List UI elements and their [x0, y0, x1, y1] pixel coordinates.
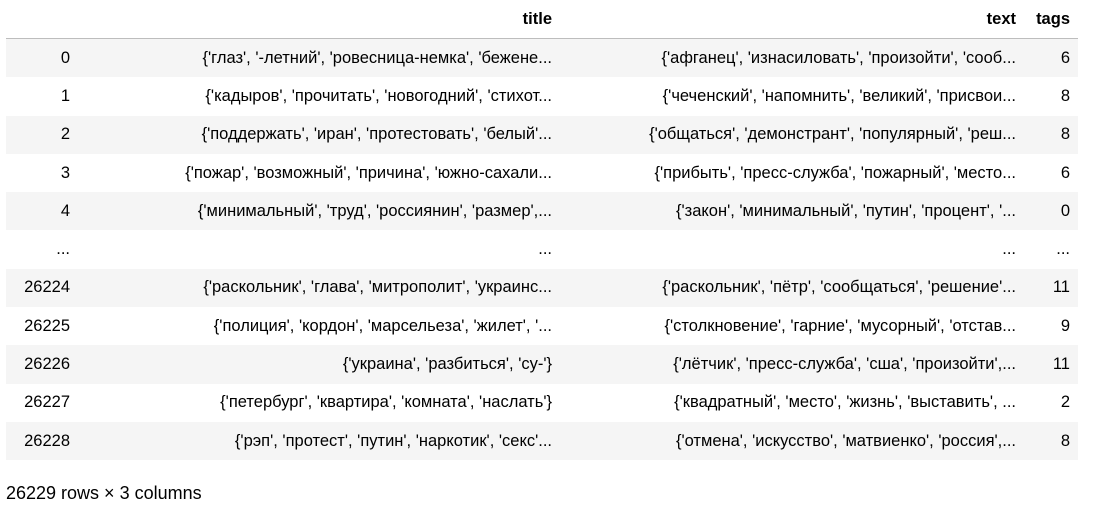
table-row: 4 {'минимальный', 'труд', 'россиянин', 'р… [6, 192, 1078, 231]
table-row: 26228 {'рэп', 'протест', 'путин', 'наркот… [6, 421, 1078, 461]
cell-text: {'общаться', 'демонстрант', 'популярный'… [649, 125, 1016, 144]
header-tags: tags [1024, 0, 1078, 39]
cell-tags: 8 [1060, 431, 1070, 450]
cell-text: ... [1002, 240, 1016, 259]
cell-title: {'глаз', '-летний', 'ровесница-немка', '… [202, 48, 552, 67]
cell-text: {'чеченский', 'напомнить', 'великий', 'п… [662, 86, 1016, 105]
table-row: 26226 {'украина', 'разбиться', 'су-'} {'лё… [6, 345, 1078, 384]
cell-text: {'лётчик', 'пресс-служба', 'сша', 'произ… [673, 355, 1016, 374]
header-text: text [560, 0, 1024, 39]
table-row: 26224 {'раскольник', 'глава', 'митрополит… [6, 268, 1078, 308]
cell-title: {'минимальный', 'труд', 'россиянин', 'ра… [197, 201, 552, 220]
row-index: ... [56, 240, 70, 259]
cell-text: {'столкновение', 'гарние', 'мусорный', '… [664, 316, 1017, 335]
header-row: title text tags [6, 0, 1078, 39]
table-row: ............ [6, 230, 1078, 269]
dataframe-shape: 26229 rows × 3 columns [6, 483, 202, 503]
cell-text: {'отмена', 'искусство', 'матвиенко', 'ро… [675, 431, 1016, 450]
cell-title: {'рэп', 'протест', 'путин', 'наркотик', … [234, 431, 552, 450]
cell-title: {'украина', 'разбиться', 'су-'} [342, 355, 552, 374]
cell-text: {'закон', 'минимальный', 'путин', 'проце… [675, 201, 1016, 220]
row-index: 1 [60, 86, 70, 105]
header-title: title [78, 0, 560, 39]
header-index [6, 0, 78, 39]
cell-title: {'петербург', 'квартира', 'комната', 'на… [220, 393, 552, 412]
cell-tags: 6 [1060, 163, 1070, 182]
table-row: 2 {'поддержать', 'иран', 'протестовать', … [6, 115, 1078, 154]
cell-tags: 11 [1052, 278, 1070, 297]
row-index: 2 [60, 125, 70, 144]
cell-tags: 8 [1060, 125, 1070, 144]
cell-text: {'прибыть', 'пресс-служба', 'пожарный', … [654, 163, 1016, 182]
dataframe-output: title text tags 0 {'глаз', '-летний', 'ро… [6, 0, 1078, 461]
cell-tags: 2 [1060, 393, 1070, 412]
cell-tags: 6 [1060, 48, 1070, 67]
row-index: 26227 [24, 393, 70, 412]
cell-tags: 8 [1060, 86, 1070, 105]
cell-title: {'поддержать', 'иран', 'протестовать', '… [201, 125, 552, 144]
table-row: 26227 {'петербург', 'квартира', 'комната'… [6, 383, 1078, 422]
cell-text: {'афганец', 'изнасиловать', 'произойти',… [661, 48, 1016, 67]
cell-text: {'раскольник', 'пётр', 'сообщаться', 'ре… [662, 278, 1016, 297]
row-index: 26228 [24, 431, 70, 450]
row-index: 0 [60, 48, 70, 67]
cell-tags: ... [1056, 240, 1070, 259]
cell-tags: 9 [1060, 316, 1070, 335]
dataframe-table: title text tags 0 {'глаз', '-летний', 'ро… [6, 0, 1078, 461]
table-row: 0 {'глаз', '-летний', 'ровесница-немка', … [6, 38, 1078, 78]
row-index: 26224 [24, 278, 70, 297]
table-row: 3 {'пожар', 'возможный', 'причина', 'южно… [6, 153, 1078, 193]
table-row: 26225 {'полиция', 'кордон', 'марсельеза',… [6, 307, 1078, 346]
row-index: 4 [60, 201, 70, 220]
cell-text: {'квадратный', 'место', 'жизнь', 'выстав… [674, 393, 1016, 412]
cell-title: {'пожар', 'возможный', 'причина', 'южно-… [185, 163, 552, 182]
cell-title: {'полиция', 'кордон', 'марсельеза', 'жил… [213, 316, 552, 335]
table-row: 1 {'кадыров', 'прочитать', 'новогодний', … [6, 77, 1078, 116]
cell-title: {'раскольник', 'глава', 'митрополит', 'у… [203, 278, 552, 297]
table-body: 0 {'глаз', '-летний', 'ровесница-немка', … [6, 38, 1078, 461]
row-index: 3 [60, 163, 70, 182]
row-index: 26226 [24, 355, 70, 374]
cell-tags: 11 [1052, 355, 1070, 374]
cell-title: {'кадыров', 'прочитать', 'новогодний', '… [205, 86, 552, 105]
row-index: 26225 [24, 316, 70, 335]
cell-tags: 0 [1060, 201, 1070, 220]
cell-title: ... [538, 240, 552, 259]
